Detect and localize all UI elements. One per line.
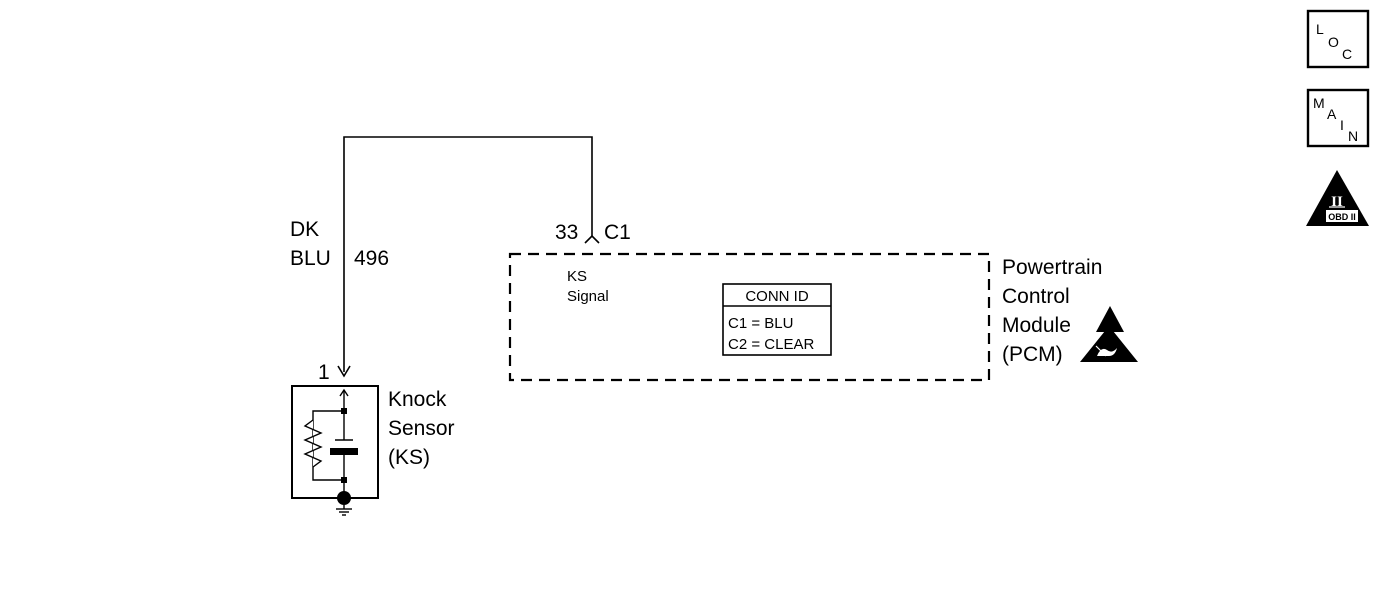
sensor-pin-number: 1 bbox=[318, 361, 330, 384]
loc-letter: C bbox=[1342, 46, 1352, 62]
circuit-496-wire bbox=[337, 136, 593, 378]
sensor-pin-arrow-icon bbox=[337, 365, 351, 378]
pcm-name-line: Control bbox=[1002, 285, 1070, 308]
esd-sensitive-icon bbox=[1080, 306, 1138, 362]
connector-chevron-icon bbox=[584, 234, 600, 244]
obd-label: OBD II bbox=[1328, 212, 1356, 222]
conn-id-row: C1 = BLU bbox=[728, 315, 793, 332]
conn-id-title: CONN ID bbox=[745, 288, 809, 305]
connector-pin-number: 33 bbox=[555, 221, 578, 244]
conn-id-row: C2 = CLEAR bbox=[728, 336, 814, 353]
connector-id: C1 bbox=[604, 221, 631, 244]
ks-signal-line1: KS bbox=[567, 268, 587, 285]
pcm-name-line: Powertrain bbox=[1002, 256, 1102, 279]
main-button[interactable]: M A I N bbox=[1306, 88, 1370, 148]
conn-id-table: CONN ID C1 = BLU C2 = CLEAR bbox=[722, 283, 832, 356]
sensor-name-line: Sensor bbox=[388, 417, 455, 440]
pcm-name-line: Module bbox=[1002, 314, 1071, 337]
loc-button[interactable]: L O C bbox=[1306, 9, 1370, 69]
main-letter: M bbox=[1313, 95, 1325, 111]
pcm-name-line: (PCM) bbox=[1002, 343, 1063, 366]
ks-signal-line2: Signal bbox=[567, 288, 609, 305]
main-letter: N bbox=[1348, 128, 1358, 144]
loc-letter: L bbox=[1316, 21, 1324, 37]
obd-numeral: II bbox=[1331, 194, 1343, 210]
obd-ii-button[interactable]: II OBD II bbox=[1306, 170, 1369, 226]
wire-color-line2: BLU bbox=[290, 247, 331, 270]
wire-color-line1: DK bbox=[290, 218, 319, 241]
main-letter: I bbox=[1340, 117, 1344, 133]
knock-sensor-symbol bbox=[291, 385, 379, 516]
circuit-number: 496 bbox=[354, 247, 389, 270]
sensor-name-line: (KS) bbox=[388, 446, 430, 469]
sensor-name-line: Knock bbox=[388, 388, 447, 411]
pcm-boundary bbox=[508, 252, 991, 382]
loc-letter: O bbox=[1328, 34, 1339, 50]
main-letter: A bbox=[1327, 106, 1337, 122]
